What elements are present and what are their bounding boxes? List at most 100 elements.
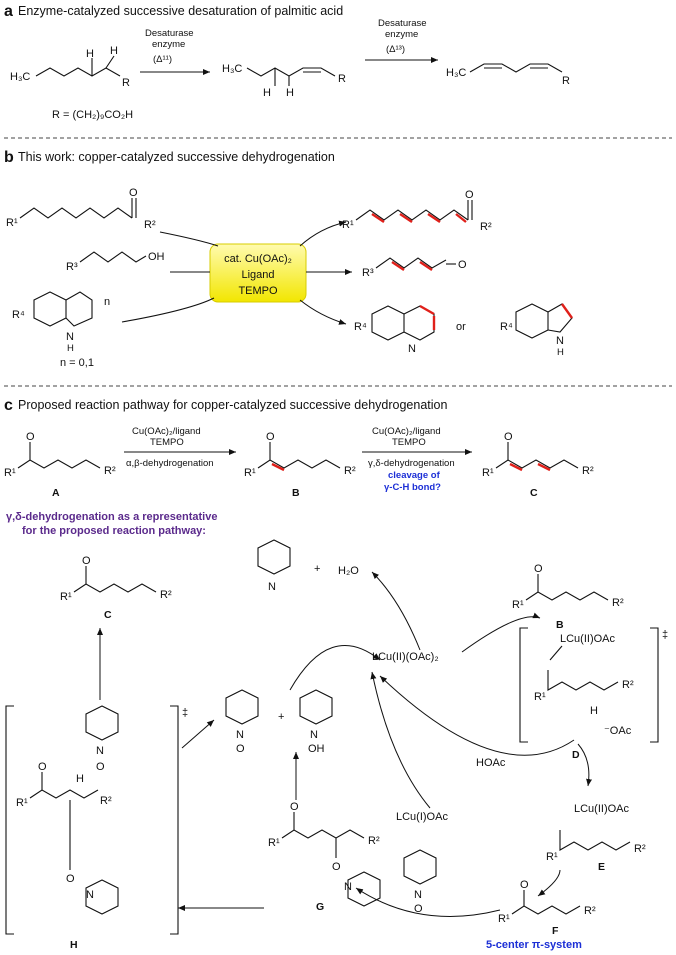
d-lcu: LCu(II)OAc [560, 633, 616, 645]
h-tempo-ring-bottom [85, 879, 119, 915]
lcu1-label: LCu(I)OAc [396, 811, 448, 823]
tempoh-oh: OH [308, 743, 325, 755]
c-b-o: O [266, 431, 275, 443]
b-r4-label: R⁴ [12, 309, 25, 321]
b-out-arrow-1 [299, 220, 347, 247]
b-enal-chain [375, 257, 447, 269]
catalyst-box [209, 243, 307, 303]
c2-r2: R² [160, 589, 172, 601]
c-b-r2: R² [344, 465, 356, 477]
c2-chain [73, 583, 157, 593]
hoac-label: HOAc [476, 757, 506, 769]
rep-line2: for the proposed reaction pathway: [22, 525, 206, 537]
e-lcu: LCu(II)OAc [574, 803, 630, 815]
f-r1: R¹ [498, 913, 510, 925]
arrow-tempoh-to-lcu [289, 645, 381, 691]
five-center: 5-center π-system [486, 939, 582, 951]
catalyst-line1: cat. Cu(OAc)₂ [224, 253, 292, 265]
tempo-ring-f [403, 849, 437, 885]
h-label: H [70, 939, 78, 951]
arrow-d-to-e [577, 743, 593, 787]
d-r2: R² [622, 679, 634, 691]
b-indole-h: H [557, 347, 564, 358]
enzyme1-line3: (Δ¹¹) [153, 54, 172, 65]
b-r2-label: R² [144, 219, 156, 231]
b-prod-r2: R² [480, 221, 492, 233]
b-indole-r4: R⁴ [500, 321, 513, 333]
b-red-bond-7 [419, 304, 435, 316]
b-red-bond-3 [427, 213, 441, 223]
b-indole-pyrrole [547, 303, 573, 333]
c-a-r2: R² [104, 465, 116, 477]
arrow-h-to-tempo [181, 719, 215, 749]
d-bracket-right [650, 627, 659, 743]
b-arene-ring [33, 291, 67, 327]
h-r2: R² [100, 795, 112, 807]
c2-r1: R¹ [60, 591, 72, 603]
b-r1-label: R¹ [6, 217, 18, 229]
rep-line1: γ,δ-dehydrogenation as a representative [6, 511, 217, 523]
d-dagger: ‡ [662, 629, 668, 641]
b-quinoline-benzo [371, 305, 405, 341]
b-or-label: or [456, 321, 466, 333]
arrow-to-b2 [461, 612, 541, 653]
arrow-to-water [371, 571, 421, 651]
section-c-letter: c [4, 397, 13, 414]
tempo-ring-mid [225, 689, 259, 725]
c-c-red-1 [509, 462, 523, 472]
h3c-label-2: H₃C [222, 63, 242, 75]
h-tempo-ring-top [85, 705, 119, 741]
section-b-letter: b [4, 149, 14, 166]
f-o: O [520, 879, 529, 891]
g-r1: R¹ [268, 837, 280, 849]
d-cu-o [549, 645, 563, 661]
lcu2-label: LCu(II)(OAc)₂ [372, 651, 439, 663]
c2-label: C [104, 609, 112, 621]
h-label-1: H [86, 48, 94, 60]
water-label: H₂O [338, 565, 359, 577]
c-c-red-2 [537, 462, 551, 472]
diene-chain [469, 63, 563, 73]
b2-o: O [534, 563, 543, 575]
cond2-line1: Cu(OAc)₂/ligand [372, 426, 441, 437]
e-label: E [598, 861, 605, 873]
tempo-mid-o: O [236, 743, 245, 755]
b-indole-n: N [556, 335, 564, 347]
c-c-r2: R² [582, 465, 594, 477]
b-polyene-chain [355, 209, 469, 221]
b-red-bond-2 [399, 213, 413, 223]
b-n-definition: n = 0,1 [60, 357, 94, 369]
catalyst-line2: Ligand [241, 269, 274, 281]
c-c-chain [495, 459, 579, 469]
b-oh-label: OH [148, 251, 165, 263]
arrow-lcu1-to-lcu2 [370, 671, 431, 809]
b-prod-o: O [465, 189, 474, 201]
section-a-letter: a [4, 3, 13, 20]
h3c-label: H₃C [10, 71, 30, 83]
h-label-2: H [110, 45, 118, 57]
catalyst-line3: TEMPO [238, 285, 278, 297]
tempoh-ring [299, 689, 333, 725]
b-prod-r4: R⁴ [354, 321, 367, 333]
h-o-bottom: O [66, 873, 75, 885]
g-n: N [344, 881, 352, 893]
arrow-e-to-f [537, 869, 561, 897]
question-line2: γ-C-H bond? [384, 482, 441, 493]
h3c-label-3: H₃C [446, 67, 466, 79]
b-red-bond-4 [455, 213, 467, 223]
d-h: H [590, 705, 598, 717]
c-b-chain [257, 459, 341, 469]
b-sat-ring [65, 291, 93, 327]
h-n-bottom: N [86, 889, 94, 901]
g-o2: O [332, 861, 341, 873]
c-a-label: A [52, 487, 60, 499]
d-bracket-left [519, 627, 528, 743]
b-r3-label: R³ [66, 261, 78, 273]
c-c-o: O [504, 431, 513, 443]
b-out-arrow-3 [299, 299, 347, 325]
cond1-line1: Cu(OAc)₂/ligand [132, 426, 201, 437]
g-label: G [316, 901, 324, 913]
h-dagger: ‡ [182, 707, 188, 719]
b2-r2: R² [612, 597, 624, 609]
enzyme2-line1: Desaturase [378, 18, 427, 29]
